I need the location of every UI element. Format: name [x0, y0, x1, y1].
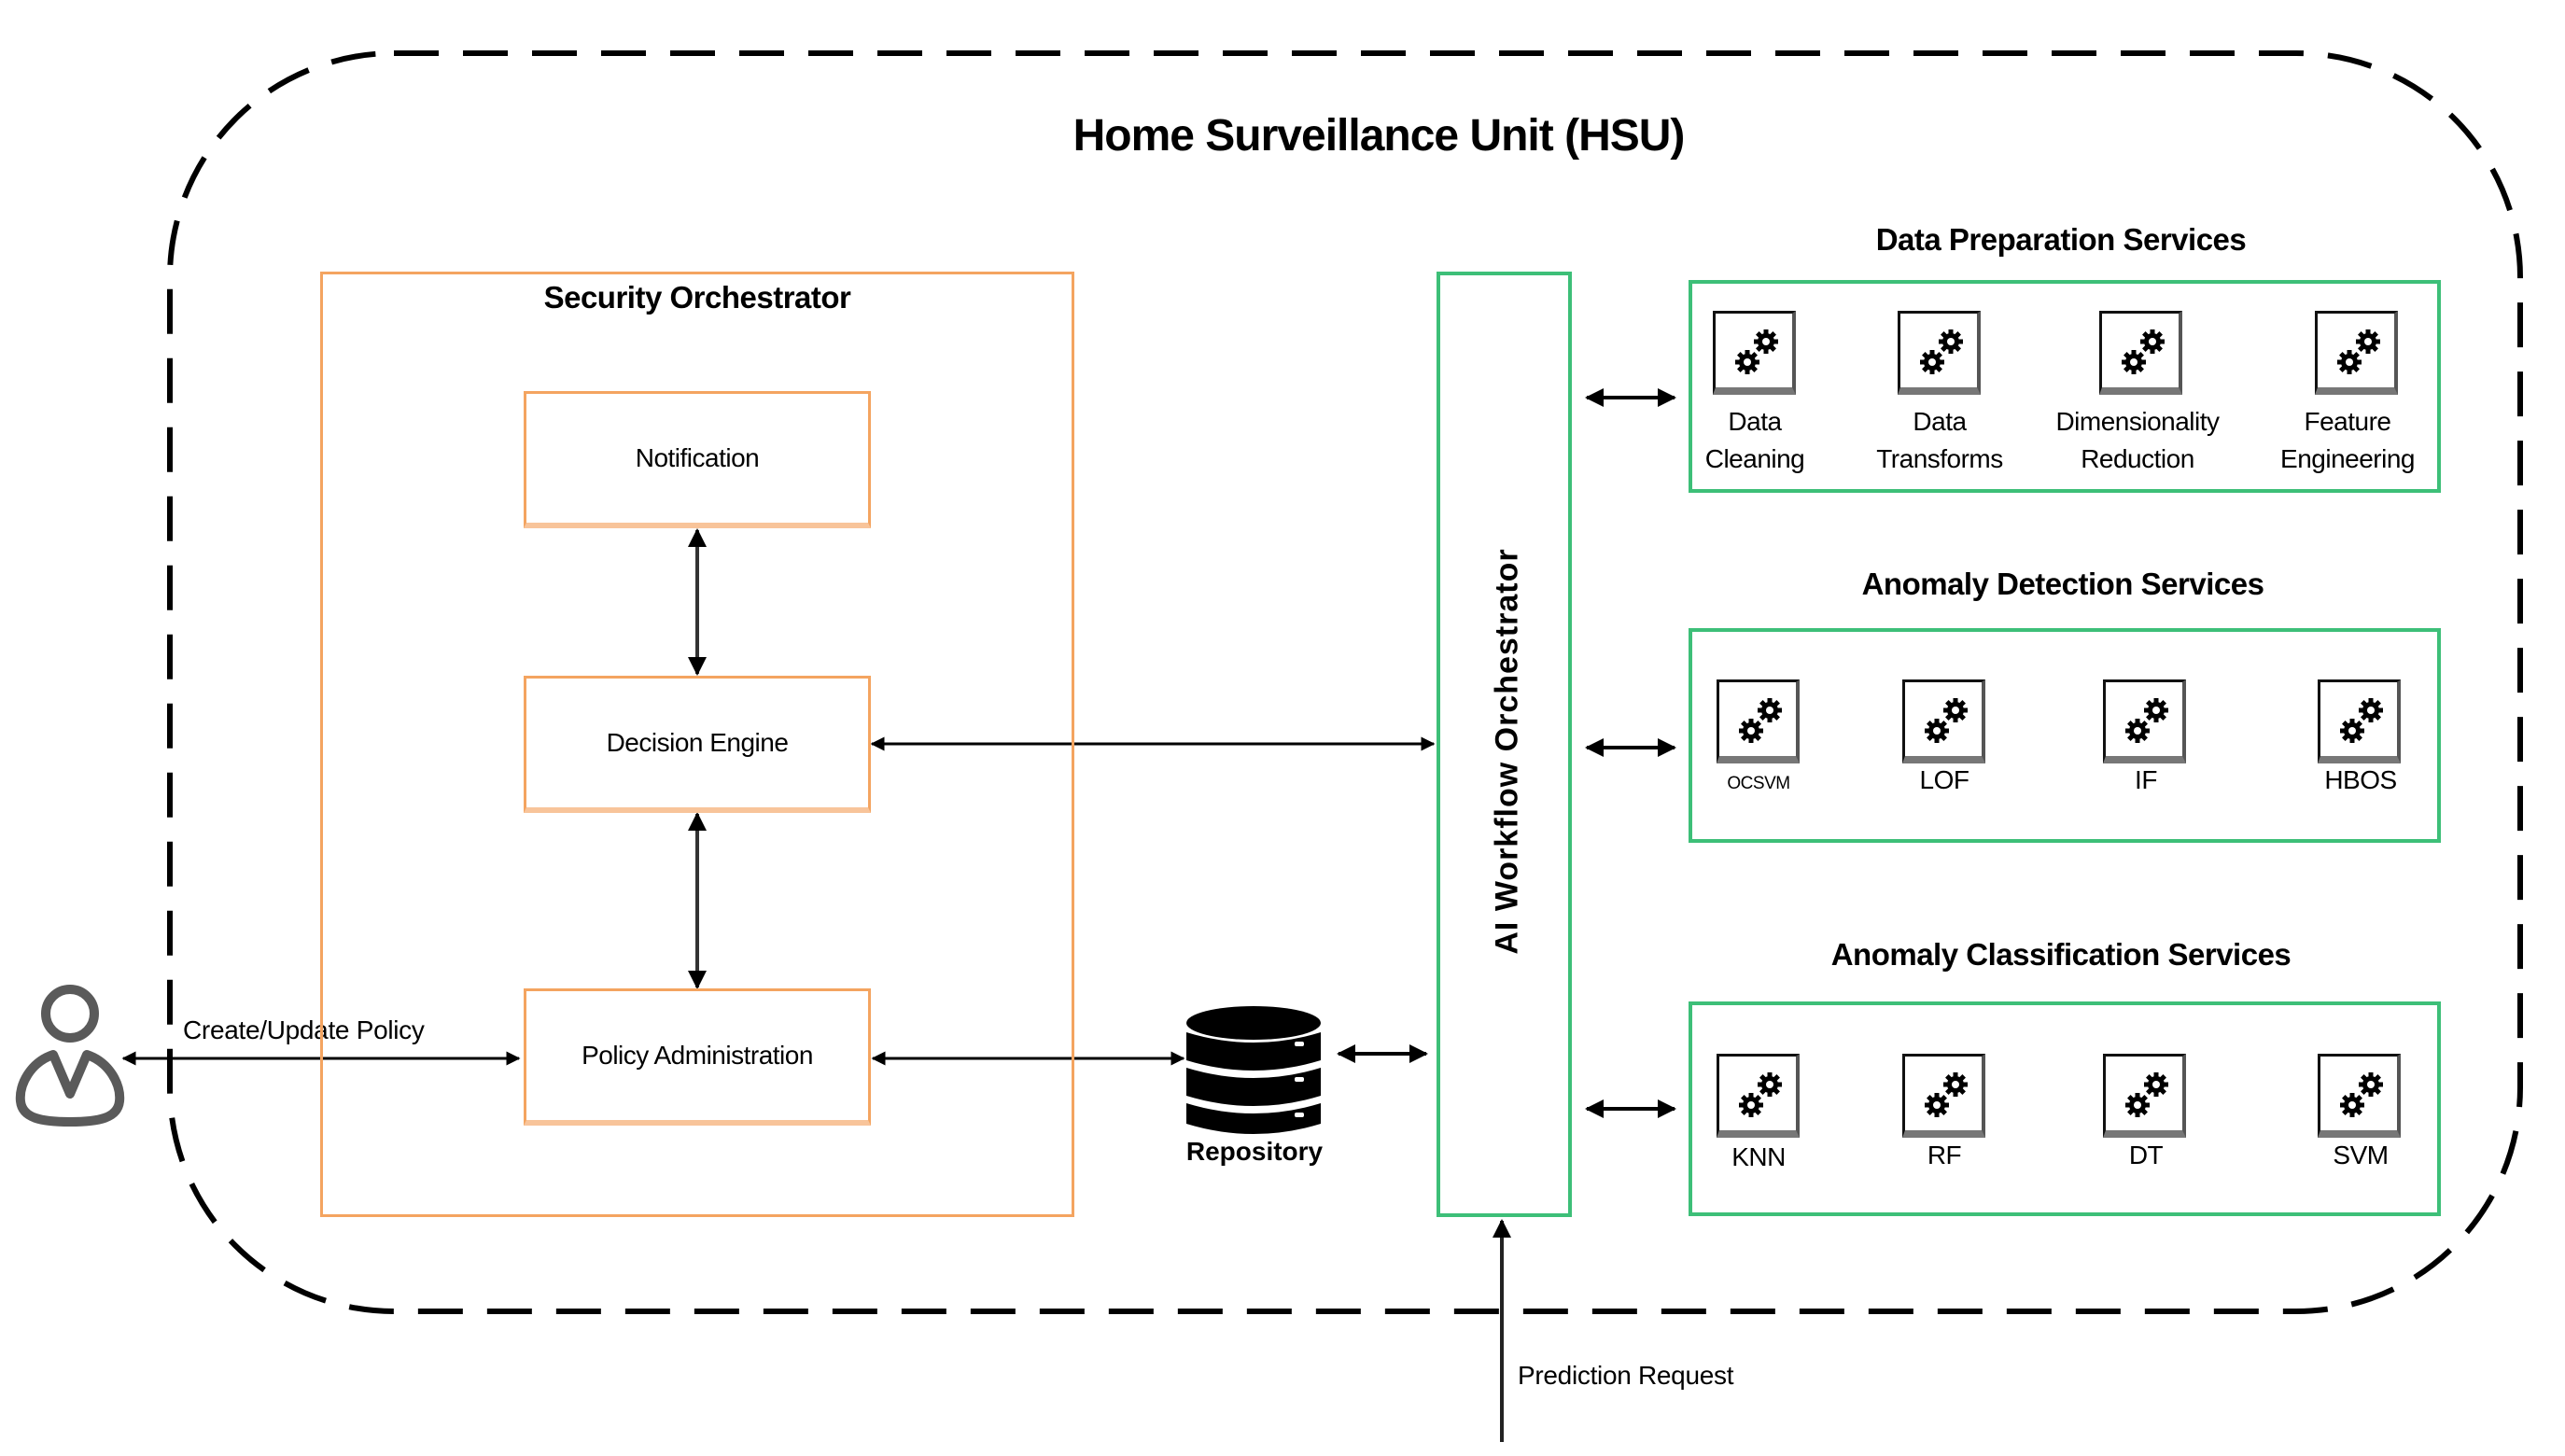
security-orchestrator-container: [320, 272, 1074, 1217]
service-label: OCSVM: [1727, 774, 1790, 793]
service-knn[interactable]: [1717, 1054, 1800, 1138]
security-orchestrator-title: Security Orchestrator: [543, 280, 851, 315]
service-label: SVM: [2333, 1141, 2389, 1169]
gears-icon: [1735, 329, 1778, 374]
gears-icon: [2340, 1072, 2383, 1117]
anomaly-classification-services-group: [1689, 1001, 2441, 1216]
service-label: IF: [2135, 765, 2157, 794]
service-if[interactable]: [2103, 679, 2186, 763]
service-hbos[interactable]: [2318, 679, 2401, 763]
gears-icon: [1920, 329, 1963, 374]
service-svm[interactable]: [2318, 1054, 2401, 1138]
data-preparation-title: Data Preparation Services: [1875, 222, 2247, 257]
gears-icon: [1925, 698, 1968, 743]
service-label-line2: Reduction: [2081, 444, 2194, 473]
service-data-cleaning[interactable]: [1713, 311, 1796, 395]
gears-icon: [1739, 1072, 1782, 1117]
service-label-line1: Data: [1913, 407, 1967, 436]
service-label-line1: Dimensionality: [2055, 407, 2220, 436]
prediction-request-label: Prediction Request: [1518, 1361, 1734, 1390]
data-preparation-services-group: [1689, 280, 2441, 493]
service-dt[interactable]: [2103, 1054, 2186, 1138]
service-label-line2: Transforms: [1876, 444, 2003, 473]
gears-icon: [1739, 698, 1782, 743]
gears-icon: [2122, 329, 2165, 374]
notification-label: Notification: [635, 443, 760, 472]
gears-icon: [2337, 329, 2380, 374]
service-label: KNN: [1731, 1142, 1786, 1171]
gears-icon: [2125, 698, 2168, 743]
policy-administration-node[interactable]: Policy Administration: [524, 988, 871, 1126]
service-feature-engineering[interactable]: [2315, 311, 2398, 395]
service-data-transforms[interactable]: [1898, 311, 1981, 395]
decision-engine-node[interactable]: Decision Engine: [524, 676, 871, 813]
ai-workflow-orchestrator-label: AI Workflow Orchestrator: [1489, 548, 1525, 955]
decision-engine-label: Decision Engine: [606, 728, 789, 757]
service-ocsvm[interactable]: [1717, 679, 1800, 763]
service-label: LOF: [1919, 765, 1969, 794]
service-label-line2: Cleaning: [1704, 444, 1805, 473]
service-lof[interactable]: [1902, 679, 1985, 763]
user-icon[interactable]: [15, 985, 125, 1127]
repository-label: Repository: [1185, 1137, 1324, 1166]
policy-administration-label: Policy Administration: [582, 1041, 813, 1070]
anomaly-classification-title: Anomaly Classification Services: [1830, 937, 2292, 972]
gears-icon: [1925, 1072, 1968, 1117]
anomaly-detection-title: Anomaly Detection Services: [1861, 567, 2264, 601]
service-label: HBOS: [2324, 765, 2397, 794]
service-label: DT: [2128, 1141, 2164, 1169]
database-icon[interactable]: [1186, 1006, 1321, 1134]
service-label-line1: Feature: [2304, 407, 2391, 436]
notification-node[interactable]: Notification: [524, 391, 871, 528]
anomaly-detection-services-group: [1689, 628, 2441, 843]
diagram-title: Home Surveillance Unit (HSU): [1072, 111, 1686, 161]
service-label-line1: Data: [1728, 407, 1782, 436]
gears-icon: [2125, 1072, 2168, 1117]
service-rf[interactable]: [1902, 1054, 1985, 1138]
create-update-policy-label: Create/Update Policy: [183, 1015, 425, 1044]
hsu-boundary-frame: [167, 50, 2523, 1314]
ai-workflow-orchestrator-node[interactable]: AI Workflow Orchestrator: [1437, 272, 1572, 1217]
service-label: RF: [1927, 1141, 1962, 1169]
gears-icon: [2340, 698, 2383, 743]
service-dimensionality-reduction[interactable]: [2099, 311, 2182, 395]
service-label-line2: Engineering: [2280, 444, 2415, 473]
